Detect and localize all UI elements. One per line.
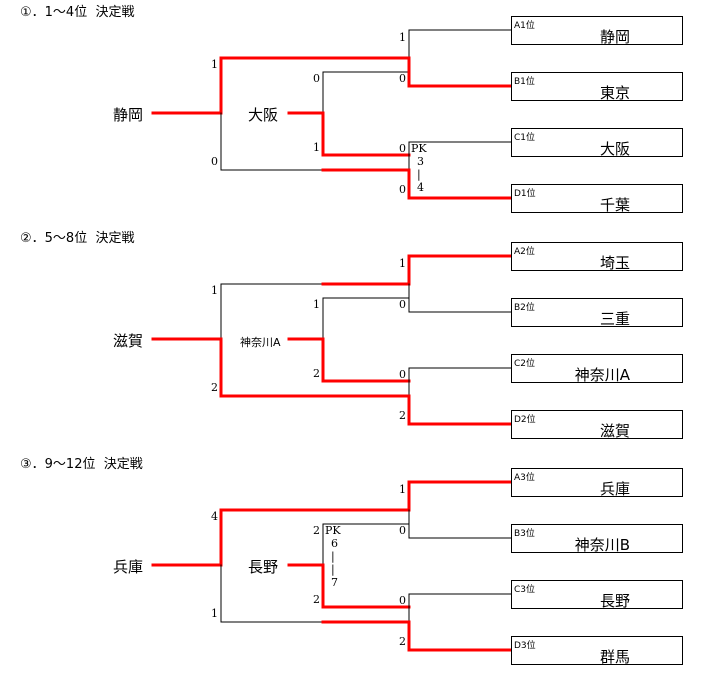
outer-score-top: 1 [211,284,218,297]
team-name: 埼玉 [599,254,630,272]
rank-label: A2位 [514,247,535,257]
pk-line: | [331,563,335,576]
center-team-name: 大阪 [248,106,279,124]
inner-pk: PK 6 | | 7 [325,524,341,589]
result-box: B1位東京 [511,72,683,102]
result-box: C3位長野 [511,580,683,610]
bracket-lines [151,254,513,426]
team-name: 神奈川A [574,366,630,384]
pk-line: 6 [331,537,338,550]
left-team-name: 滋賀 [113,332,144,350]
right-top-score-bottom: 0 [399,72,406,85]
pk-line: 7 [331,576,338,589]
right-bottom-pk: PK 3 | 4 [411,142,427,194]
rank-label: A3位 [514,473,535,483]
bracket-lines [151,480,513,652]
result-box: B3位神奈川B [511,524,683,554]
section-title: ②．5～8位 決定戦 [20,231,135,246]
pk-line: 3 [417,155,424,168]
inner-score-top: 2 [313,524,320,537]
right-top-score-top: 1 [399,31,406,44]
rank-label: C2位 [514,359,536,369]
rank-label: C3位 [514,585,536,595]
team-name: 神奈川B [574,536,630,554]
pk-label: PK [325,524,341,537]
outer-score-bottom: 1 [211,607,218,620]
rank-label: C1位 [514,133,536,143]
rank-label: A1位 [514,21,535,31]
section-title: ①．1～4位 決定戦 [20,5,135,20]
inner-score-bottom: 2 [313,593,320,606]
rank-label: B1位 [514,77,535,87]
section-title: ③．9～12位 決定戦 [20,457,143,472]
result-box: D3位群馬 [511,636,683,666]
team-name: 兵庫 [599,480,630,498]
result-box: C2位神奈川A [511,354,683,384]
right-bottom-score-top: 0 [399,368,406,381]
pk-line: | [417,168,421,181]
result-box: A1位静岡 [511,16,683,46]
team-name: 静岡 [599,28,630,46]
bracket-section: ①．1～4位 決定戦 静岡 大阪 1 0 0 1 1 0 0 0 PK 3 | … [0,0,701,226]
inner-score-bottom: 1 [313,141,320,154]
rank-label: B3位 [514,529,535,539]
bracket-section: ③．9～12位 決定戦 兵庫 長野 4 1 2 2 PK 6 | | 7 1 0… [0,452,701,678]
rank-label: B2位 [514,303,535,313]
pk-line: | [331,550,335,563]
outer-score-bottom: 2 [211,381,218,394]
bracket-lines [151,29,513,200]
result-box: A2位埼玉 [511,242,683,272]
right-top-score-bottom: 0 [399,524,406,537]
team-name: 大阪 [599,140,630,158]
pk-line: 4 [417,181,424,194]
result-box: D1位千葉 [511,184,683,214]
result-box: C1位大阪 [511,128,683,158]
team-name: 東京 [599,84,630,102]
team-name: 滋賀 [599,422,630,440]
right-top-score-top: 1 [399,257,406,270]
inner-score-bottom: 2 [313,367,320,380]
inner-score-top: 1 [313,298,320,311]
inner-score-top: 0 [313,72,320,85]
outer-score-bottom: 0 [211,155,218,168]
right-bottom-score-bottom: 0 [399,183,406,196]
bracket-section: ②．5～8位 決定戦 滋賀 神奈川A 1 2 1 2 1 0 0 2 A2位埼玉… [0,226,701,452]
outer-score-top: 4 [211,510,218,523]
rank-label: D1位 [514,189,536,199]
team-name: 三重 [599,310,630,328]
center-team-name: 長野 [248,558,279,576]
left-team-name: 静岡 [113,106,144,124]
team-name: 千葉 [599,196,630,214]
outer-score-top: 1 [211,58,218,71]
right-bottom-score-bottom: 2 [399,409,406,422]
result-box: A3位兵庫 [511,468,683,498]
center-team-name: 神奈川A [240,336,281,349]
result-box: D2位滋賀 [511,410,683,440]
pk-label: PK [411,142,427,155]
right-top-score-top: 1 [399,483,406,496]
result-box: B2位三重 [511,298,683,328]
right-bottom-score-top: 0 [399,142,406,155]
team-name: 群馬 [599,648,630,666]
right-bottom-score-top: 0 [399,594,406,607]
rank-label: D3位 [514,641,536,651]
left-team-name: 兵庫 [113,558,144,576]
rank-label: D2位 [514,415,536,425]
team-name: 長野 [599,592,630,610]
right-top-score-bottom: 0 [399,298,406,311]
right-bottom-score-bottom: 2 [399,635,406,648]
